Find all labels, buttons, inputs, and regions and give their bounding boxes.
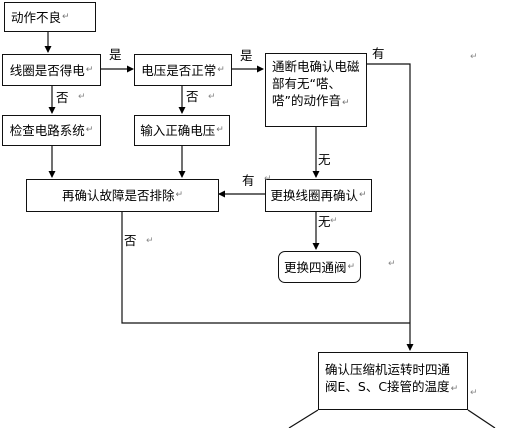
box-input-voltage-label: 输入正确电压 [140, 123, 216, 138]
box-voltage-normal-label: 电压是否正常 [141, 62, 217, 78]
para-mark: ↵ [264, 174, 272, 184]
para-mark: ↵ [146, 236, 154, 246]
box-coil-power-label: 线圈是否得电 [9, 62, 85, 78]
box-malfunction-label: 动作不良 [11, 9, 62, 25]
para-mark: ↵ [330, 216, 338, 226]
edge-label-no-1: 否 [56, 90, 69, 105]
para-mark: ↵ [78, 92, 86, 102]
edge-label-no-2: 否 [186, 89, 199, 104]
box-replace-valve-label: 更换四通阀 [283, 259, 347, 275]
para-mark: ↵ [388, 259, 396, 269]
box-recheck-fault-label: 再确认故障是否排除 [61, 188, 175, 203]
edge-label-yes-1: 是 [109, 47, 122, 62]
box-malfunction: 动作不良↵ [4, 2, 96, 32]
trapezoid-right [467, 409, 496, 428]
box-check-circuit-label: 检查电路系统 [9, 123, 85, 138]
box-recheck-fault: 再确认故障是否排除↵ [26, 179, 219, 212]
para-mark: ↵ [208, 92, 216, 102]
box-coil-power: 线圈是否得电↵ [2, 54, 101, 86]
box-confirm-temp: 确认压缩机运转时四通阀E、S、C接管的温度↵ [318, 352, 468, 410]
box-input-voltage: 输入正确电压↵ [134, 115, 230, 146]
para-mark: ↵ [470, 52, 478, 62]
edge-label-has-1: 有 [372, 46, 385, 61]
edge-label-yes-2: 是 [240, 48, 253, 63]
edge-label-none-1: 无 [318, 152, 331, 167]
edge-label-no-3: 否 [124, 233, 137, 248]
box-confirm-temp-label: 确认压缩机运转时四通阀E、S、C接管的温度 [325, 362, 451, 394]
box-power-check-label: 通断电确认电磁部有无“嗒、嗒”的动作音 [272, 59, 360, 108]
box-power-check: 通断电确认电磁部有无“嗒、嗒”的动作音↵ [265, 53, 367, 127]
edge-recheck-join [121, 212, 410, 324]
box-replace-coil: 更换线圈再确认↵ [265, 179, 372, 212]
trapezoid-left [288, 409, 319, 428]
box-voltage-normal: 电压是否正常↵ [134, 54, 232, 86]
para-mark: ↵ [470, 388, 478, 398]
box-check-circuit: 检查电路系统↵ [2, 115, 101, 146]
edge-label-has-2: 有 [242, 173, 255, 188]
box-replace-valve: 更换四通阀↵ [278, 251, 361, 283]
edge-label-none-2: 无 [318, 214, 331, 229]
box-replace-coil-label: 更换线圈再确认 [270, 188, 358, 203]
edge-power-confirmtemp [367, 63, 414, 351]
